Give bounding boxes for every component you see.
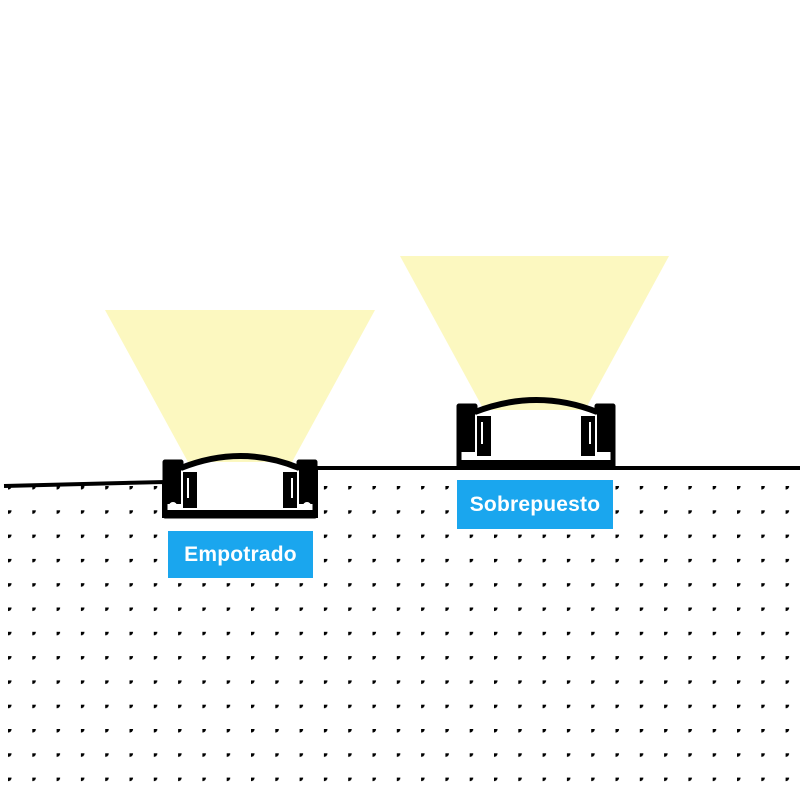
surface-label: Sobrepuesto bbox=[457, 480, 613, 529]
surface-profile-icon bbox=[456, 397, 616, 469]
recessed-label: Empotrado bbox=[168, 531, 313, 578]
recessed-label-text: Empotrado bbox=[184, 542, 297, 566]
recessed-light-beam bbox=[105, 310, 375, 462]
surface-light-beam bbox=[400, 256, 669, 410]
wall-surface bbox=[0, 466, 800, 800]
recessed-profile-icon bbox=[162, 453, 318, 519]
surface-label-text: Sobrepuesto bbox=[469, 492, 601, 516]
